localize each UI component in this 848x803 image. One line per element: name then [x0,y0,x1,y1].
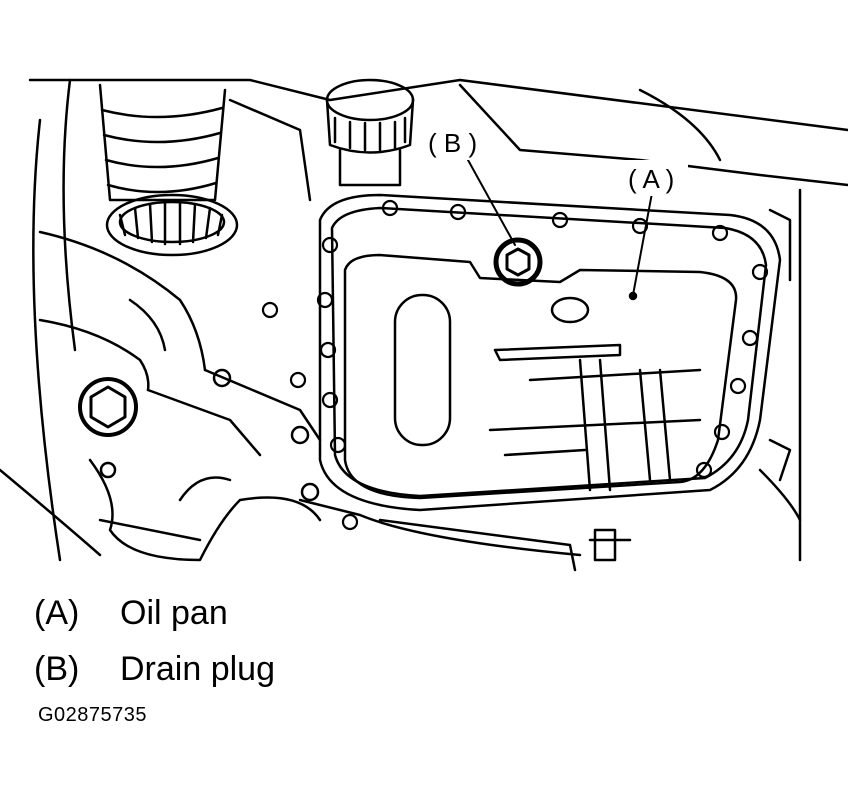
oil-pan-flange [318,193,782,512]
legend: (A) Oil pan (B) Drain plug [34,585,534,697]
coolant-hose [38,230,322,457]
drain-plug [493,237,543,287]
callout-b: ( B ) [428,128,477,158]
legend-key-a: (A) [34,594,80,632]
leader-line-b [467,159,516,246]
legend-label-oil-pan: Oil pan [120,594,228,632]
oil-pan-illustration: ( B ) ( A ) [0,78,848,572]
leader-line-a [632,192,653,296]
callout-a: ( A ) [628,164,674,194]
left-bolt [78,377,138,437]
oil-pan-body [343,253,738,500]
leader-dot-a [628,291,638,301]
legend-row-b: (B) Drain plug [34,641,534,697]
legend-label-drain-plug: Drain plug [120,650,275,688]
lower-housing [88,368,322,562]
legend-row-a: (A) Oil pan [34,585,534,641]
figure-id: G02875735 [38,704,148,726]
oil-cap [325,78,415,187]
oil-filter-left [98,83,239,257]
right-bracket [588,208,792,562]
flange-bolts [261,199,769,531]
legend-key-b: (B) [34,650,80,688]
